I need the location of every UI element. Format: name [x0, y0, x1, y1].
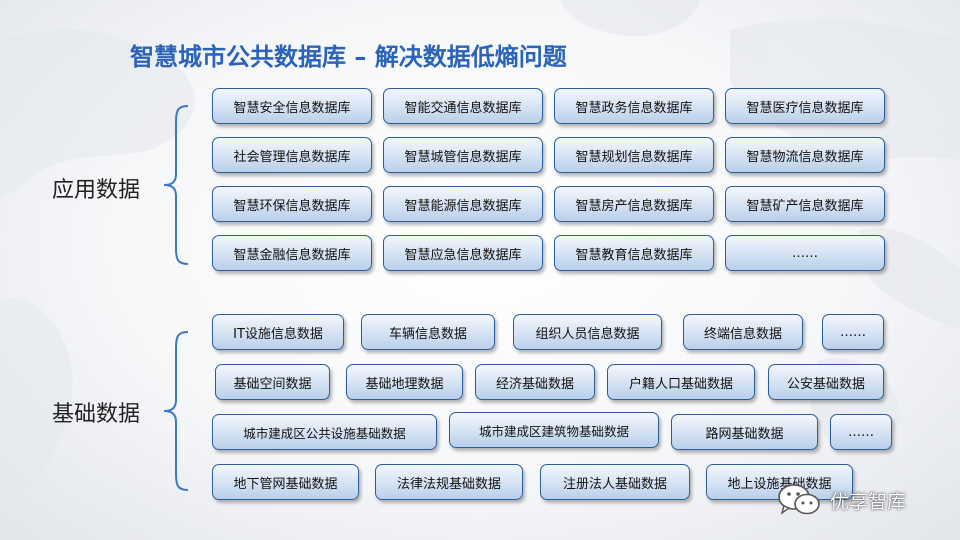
app-db-finance: 智慧金融信息数据库: [212, 235, 372, 271]
app-db-social: 社会管理信息数据库: [212, 137, 372, 173]
base-public-security: 公安基础数据: [768, 364, 884, 400]
base-more-1: ……: [822, 314, 884, 350]
base-household: 户籍人口基础数据: [607, 364, 755, 400]
base-spatial: 基础空间数据: [215, 364, 330, 400]
application-brace: [163, 105, 189, 265]
base-personnel: 组织人员信息数据: [513, 314, 662, 350]
app-db-traffic: 智能交通信息数据库: [383, 88, 543, 124]
base-vehicles: 车辆信息数据: [361, 314, 495, 350]
app-db-real-estate: 智慧房产信息数据库: [554, 186, 714, 222]
app-db-emergency: 智慧应急信息数据库: [383, 235, 543, 271]
app-db-environment: 智慧环保信息数据库: [212, 186, 372, 222]
base-brace: [163, 331, 189, 491]
base-more-2: ……: [830, 414, 892, 450]
app-db-education: 智慧教育信息数据库: [554, 235, 714, 271]
application-section-label: 应用数据: [52, 178, 141, 203]
app-db-medical: 智慧医疗信息数据库: [725, 88, 885, 124]
base-buildings: 城市建成区建筑物基础数据: [449, 412, 659, 448]
base-section-label: 基础数据: [52, 402, 141, 427]
app-db-planning: 智慧规划信息数据库: [554, 137, 714, 173]
base-geographic: 基础地理数据: [346, 364, 463, 400]
app-db-mining: 智慧矿产信息数据库: [725, 186, 885, 222]
base-it-facilities: IT设施信息数据: [212, 314, 344, 350]
page-title: 智慧城市公共数据库 – 解决数据低熵问题: [130, 43, 567, 71]
base-economic: 经济基础数据: [475, 364, 595, 400]
base-road-network: 路网基础数据: [671, 414, 818, 450]
base-laws: 法律法规基础数据: [375, 464, 523, 500]
app-db-urban-management: 智慧城管信息数据库: [383, 137, 543, 173]
base-underground-pipes: 地下管网基础数据: [212, 464, 359, 500]
app-db-more: ……: [725, 235, 885, 271]
watermark-text: 优享智库: [830, 490, 907, 513]
base-public-facilities: 城市建成区公共设施基础数据: [212, 414, 437, 450]
base-registered-entities: 注册法人基础数据: [540, 464, 690, 500]
app-db-government: 智慧政务信息数据库: [554, 88, 714, 124]
base-terminals: 终端信息数据: [683, 314, 803, 350]
app-db-energy: 智慧能源信息数据库: [383, 186, 543, 222]
app-db-security: 智慧安全信息数据库: [212, 88, 372, 124]
watermark: 优享智库: [776, 480, 956, 520]
wechat-icon: [778, 484, 820, 515]
app-db-logistics: 智慧物流信息数据库: [725, 137, 885, 173]
